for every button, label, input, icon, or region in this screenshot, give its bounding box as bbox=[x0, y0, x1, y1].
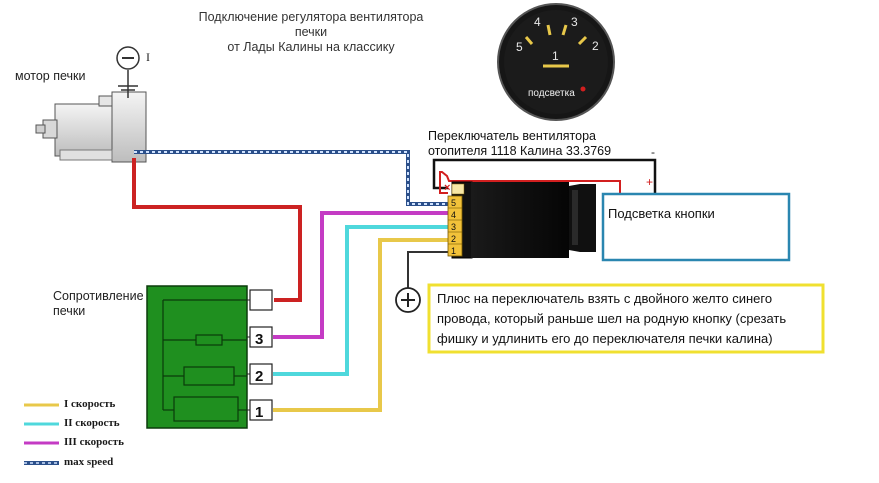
red-wire bbox=[132, 158, 302, 302]
resistor-label-line-2: печки bbox=[53, 304, 86, 318]
speed2-wire bbox=[273, 225, 448, 376]
heater-motor bbox=[35, 91, 147, 163]
minus-label: - bbox=[651, 145, 655, 159]
plus-supply-wire bbox=[407, 251, 448, 288]
resistor-terminal-top bbox=[249, 289, 273, 311]
legend bbox=[24, 403, 59, 465]
switch-pin-1: 1 bbox=[451, 246, 456, 256]
resistor-terminal-3: 3 bbox=[255, 331, 263, 348]
knob-number-2: 2 bbox=[592, 39, 599, 53]
motor-label: мотор печки bbox=[15, 69, 86, 83]
backlight-plus-wire bbox=[439, 171, 621, 196]
max-speed-wire bbox=[134, 150, 448, 206]
backlight-box-label: Подсветка кнопки bbox=[608, 206, 715, 221]
note-text: Плюс на переключатель взять с двойного ж… bbox=[437, 291, 787, 346]
motor-ground-symbol bbox=[116, 46, 140, 98]
switch-pin-4: 4 bbox=[451, 210, 456, 220]
speed1-wire bbox=[273, 238, 448, 412]
diagram-title: Подключение регулятора вентилятора печки… bbox=[181, 10, 441, 55]
resistor-label-line-1: Сопротивление bbox=[53, 289, 144, 303]
switch-label: Переключатель вентилятора отопителя 1118… bbox=[428, 129, 628, 159]
switch-label-line-2: отопителя 1118 Калина 33.3769 bbox=[428, 144, 612, 158]
resistor-terminal-1: 1 bbox=[255, 404, 263, 421]
legend-label-speed1: I скорость bbox=[64, 398, 116, 410]
switch-pin-2: 2 bbox=[451, 234, 456, 244]
title-line-2: от Лады Калины на классику bbox=[227, 40, 395, 54]
speed3-wire bbox=[273, 211, 448, 339]
svg-text:×: × bbox=[444, 182, 450, 194]
legend-label-speed3: III скорость bbox=[64, 436, 124, 448]
motor-ground-mark: I bbox=[146, 50, 150, 64]
knob-number-5: 5 bbox=[516, 40, 523, 54]
plus-label: + bbox=[646, 175, 654, 189]
legend-label-speed2: II скорость bbox=[64, 417, 120, 429]
knob-number-4: 4 bbox=[534, 15, 541, 29]
backlight-minus-wire bbox=[432, 158, 657, 196]
knob-number-1: 1 bbox=[552, 49, 559, 63]
switch-knob: 5 4 1 3 2 подсветка bbox=[497, 3, 615, 121]
knob-number-3: 3 bbox=[571, 15, 578, 29]
legend-label-max: max speed bbox=[64, 456, 114, 468]
backlight-box bbox=[601, 192, 791, 262]
knob-caption: подсветка bbox=[528, 88, 575, 99]
switch-pin-3: 3 bbox=[451, 222, 456, 232]
note-box bbox=[427, 283, 825, 354]
switch-pin-5: 5 bbox=[451, 198, 456, 208]
plus-symbol bbox=[395, 287, 421, 313]
title-line-1: Подключение регулятора вентилятора печки bbox=[198, 10, 424, 39]
resistor-board: 3 2 1 bbox=[146, 285, 273, 429]
switch-label-line-1: Переключатель вентилятора bbox=[428, 129, 596, 143]
resistor-label: Сопротивление печки bbox=[53, 289, 163, 319]
fan-switch-connector: × 5 4 3 2 1 bbox=[444, 181, 596, 259]
resistor-terminal-2: 2 bbox=[255, 368, 263, 385]
